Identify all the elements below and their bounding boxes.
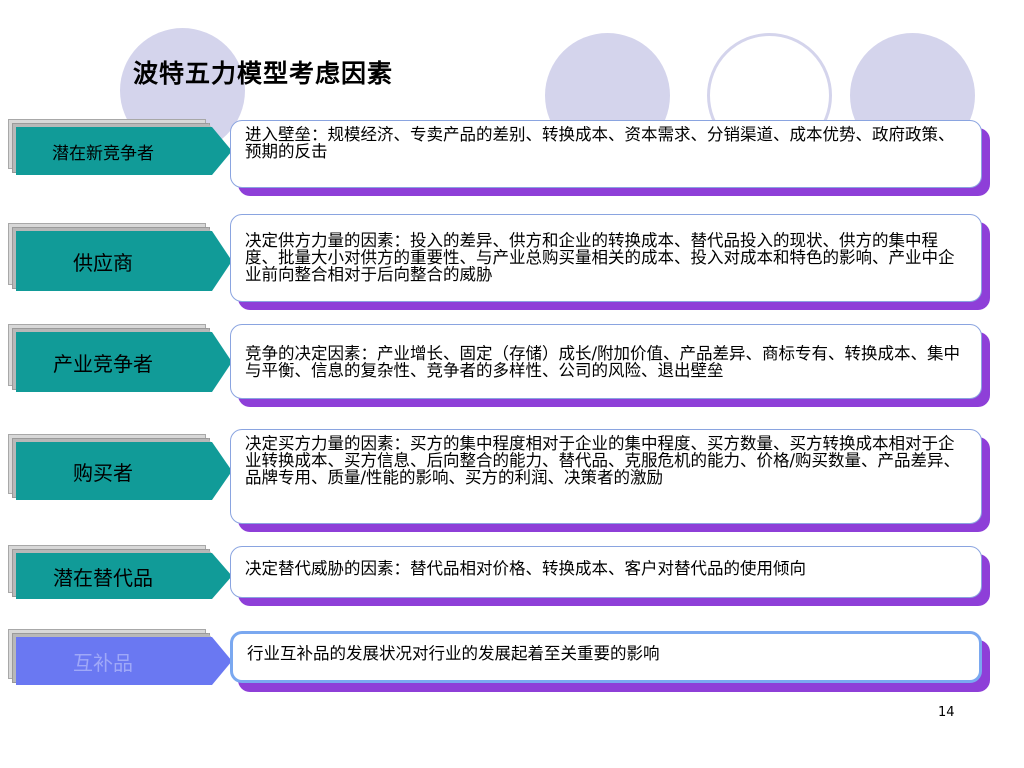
factor-text-box: 决定供方力量的因素：投入的差异、供方和企业的转换成本、替代品投入的现状、供方的集… <box>230 214 982 302</box>
factor-text: 行业互补品的发展状况对行业的发展起着至关重要的影响 <box>247 644 660 663</box>
factor-text-box: 决定替代威胁的因素：替代品相对价格、转换成本、客户对替代品的使用倾向 <box>230 546 982 598</box>
row-label-substitutes: 潜在替代品 <box>16 553 212 599</box>
factor-text-box: 决定买方力量的因素：买方的集中程度相对于企业的集中程度、买方数量、买方转换成本相… <box>230 429 982 524</box>
factor-text: 决定买方力量的因素：买方的集中程度相对于企业的集中程度、买方数量、买方转换成本相… <box>245 434 961 487</box>
row-label-text: 购买者 <box>73 460 133 485</box>
row-label-text: 潜在新竞争者 <box>52 143 154 164</box>
page-number: 14 <box>938 705 955 720</box>
row-label-text: 产业竞争者 <box>53 351 153 376</box>
factor-text: 进入壁垒：规模经济、专卖产品的差别、转换成本、资本需求、分销渠道、成本优势、政府… <box>245 125 955 161</box>
row-label-buyers: 购买者 <box>16 442 212 500</box>
factor-text-box: 进入壁垒：规模经济、专卖产品的差别、转换成本、资本需求、分销渠道、成本优势、政府… <box>230 120 982 188</box>
arrow-icon <box>212 231 232 291</box>
arrow-icon <box>212 127 232 175</box>
slide-title: 波特五力模型考虑因素 <box>133 59 394 88</box>
factor-text-box: 竞争的决定因素：产业增长、固定（存储）成长/附加价值、产品差异、商标专有、转换成… <box>230 324 982 399</box>
row-label-suppliers: 供应商 <box>16 231 212 291</box>
row-label-text: 互补品 <box>73 650 133 675</box>
arrow-icon <box>212 553 232 599</box>
row-label-industry-competitors: 产业竞争者 <box>16 332 212 392</box>
row-label-text: 潜在替代品 <box>53 565 153 590</box>
arrow-icon <box>212 637 232 685</box>
arrow-icon <box>212 442 232 500</box>
row-label-complements: 互补品 <box>16 637 212 685</box>
factor-text-box: 行业互补品的发展状况对行业的发展起着至关重要的影响 <box>230 631 982 683</box>
arrow-icon <box>212 332 232 392</box>
factor-text: 决定替代威胁的因素：替代品相对价格、转换成本、客户对替代品的使用倾向 <box>245 559 806 578</box>
factor-text: 决定供方力量的因素：投入的差异、供方和企业的转换成本、替代品投入的现状、供方的集… <box>245 231 955 284</box>
row-label-new-entrants: 潜在新竞争者 <box>16 127 212 175</box>
factor-text: 竞争的决定因素：产业增长、固定（存储）成长/附加价值、产品差异、商标专有、转换成… <box>245 344 961 380</box>
row-label-text: 供应商 <box>73 250 133 275</box>
